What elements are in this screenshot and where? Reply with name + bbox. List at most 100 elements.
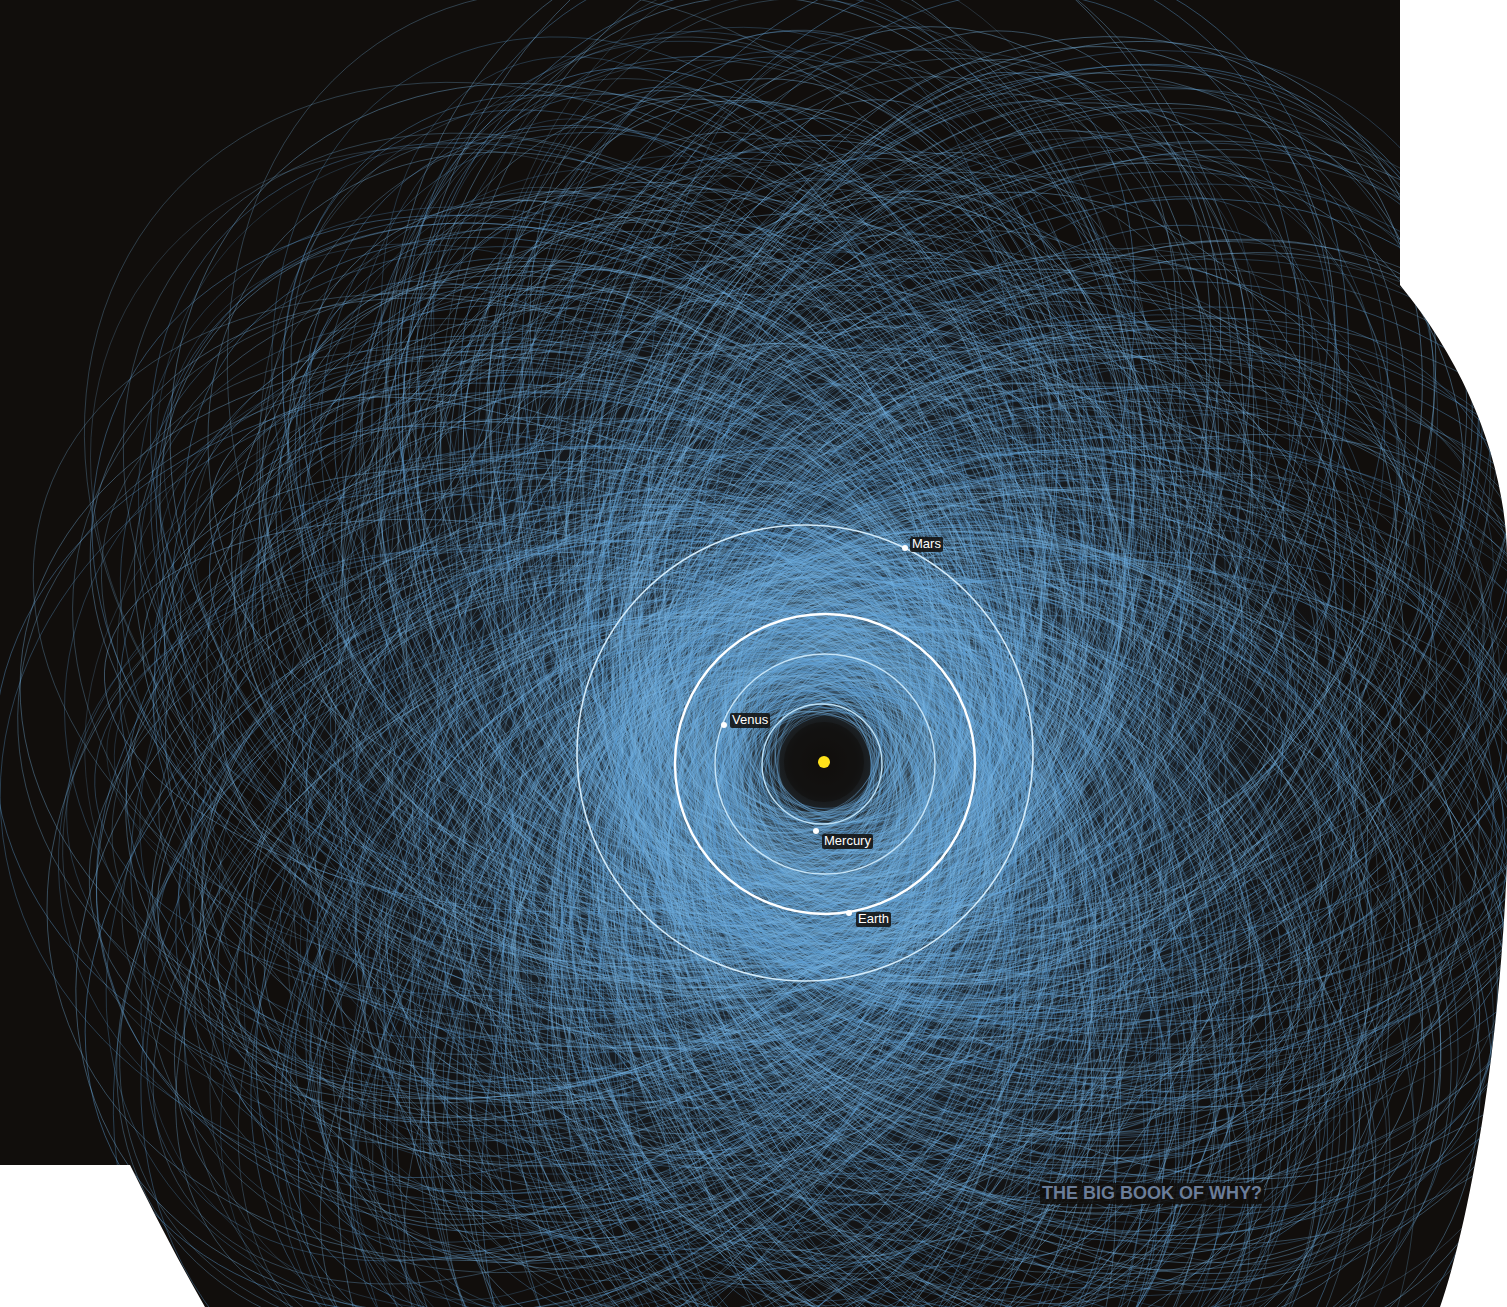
asteroid-orbit — [453, 556, 1269, 1307]
asteroid-orbit — [310, 568, 978, 1171]
asteroid-orbit — [455, 321, 1507, 1307]
asteroid-orbit — [452, 483, 1353, 1307]
sun — [818, 756, 830, 768]
asteroid-orbit — [41, 464, 960, 1119]
asteroid-orbit — [656, 373, 1487, 1048]
asteroid-orbit — [589, 300, 1215, 961]
asteroid-orbit — [113, 413, 1073, 1269]
asteroid-orbit — [418, 301, 1066, 975]
asteroid-orbit — [533, 622, 1196, 1307]
asteroid-orbit — [407, 0, 1490, 1063]
mars-orbit — [577, 525, 1033, 981]
asteroid-orbit — [416, 322, 1507, 1307]
central-void — [784, 722, 864, 802]
asteroid-orbit — [605, 204, 1457, 1011]
asteroid-orbit — [381, 386, 1507, 1307]
asteroid-orbit — [543, 412, 1474, 1284]
asteroid-orbit — [425, 453, 1102, 1121]
asteroid-orbit — [196, 90, 1188, 1102]
asteroid-orbit — [706, 510, 1507, 1095]
asteroid-orbit — [0, 48, 1148, 1140]
asteroid-orbit — [439, 518, 1305, 1307]
asteroid-orbit — [124, 423, 1238, 1307]
asteroid-orbit — [552, 414, 1478, 1273]
asteroid-orbit — [433, 373, 1507, 1307]
asteroid-orbit — [609, 661, 1183, 1307]
asteroid-orbit — [582, 343, 1507, 1236]
asteroid-orbit — [540, 635, 923, 984]
asteroid-orbit — [414, 405, 1458, 1307]
asteroid-orbit — [521, 0, 1439, 1002]
asteroid-orbit — [732, 596, 1143, 939]
asteroid-orbit — [141, 496, 1091, 1307]
asteroid-orbit — [167, 144, 1060, 1013]
asteroid-orbit — [654, 551, 1229, 1089]
earth-dot — [846, 910, 852, 916]
asteroid-orbit — [88, 384, 1189, 1307]
asteroid-orbit — [97, 0, 1232, 1135]
asteroid-orbit — [0, 0, 1197, 1165]
asteroid-orbit — [163, 95, 1098, 1033]
asteroid-orbit — [120, 89, 1108, 1059]
asteroid-orbit — [446, 414, 1002, 955]
asteroid-orbit — [0, 0, 1252, 1179]
asteroid-orbit — [694, 553, 1506, 1186]
asteroid-orbit — [596, 589, 1265, 1307]
asteroid-orbit — [276, 223, 1173, 1117]
asteroid-orbit — [520, 99, 1258, 961]
asteroid-orbit — [338, 0, 1222, 996]
asteroid-orbit — [559, 445, 960, 876]
mars-dot — [902, 545, 908, 551]
asteroid-orbit — [519, 364, 1507, 1307]
asteroid-orbit — [109, 146, 1139, 1128]
planet-orbits — [577, 525, 1033, 981]
asteroid-orbit — [563, 410, 1218, 1054]
asteroid-orbit — [645, 306, 1032, 843]
asteroid-orbit — [694, 609, 1091, 989]
asteroid-orbit — [521, 576, 1033, 1103]
asteroid-orbit — [576, 545, 1420, 1307]
asteroid-orbit — [396, 0, 1398, 1066]
asteroid-orbit — [471, 520, 971, 976]
asteroid-orbit — [584, 499, 1476, 1307]
asteroid-orbit — [0, 172, 1067, 1106]
venus-orbit — [715, 654, 935, 874]
asteroid-orbit — [644, 335, 1507, 1089]
asteroid-orbit — [370, 295, 1133, 1062]
asteroid-orbit — [690, 392, 1151, 880]
asteroid-orbit — [150, 447, 1152, 1307]
asteroid-orbit — [524, 128, 1336, 1004]
asteroid-orbit — [594, 398, 1507, 1212]
planet-dots — [721, 545, 908, 916]
asteroid-orbit — [0, 360, 1076, 1287]
asteroid-orbit — [477, 227, 1127, 959]
asteroid-orbit — [439, 0, 1507, 1193]
planet-label: Venus — [730, 713, 770, 728]
planet-label: Mars — [910, 537, 943, 552]
venus-dot — [721, 722, 727, 728]
asteroid-orbit — [539, 122, 1507, 1155]
asteroid-orbit — [501, 144, 1228, 974]
asteroid-orbit — [551, 387, 1244, 1068]
asteroid-orbit — [443, 363, 1041, 969]
asteroid-orbit — [459, 64, 1373, 1049]
asteroid-orbit — [332, 237, 1180, 1096]
asteroid-orbit — [608, 433, 1029, 897]
asteroid-orbit — [601, 44, 1366, 930]
asteroid-orbit — [414, 483, 1073, 1128]
asteroid-orbit — [577, 504, 1445, 1307]
asteroid-orbit — [363, 78, 1108, 953]
watermark: THE BIG BOOK OF WHY? — [1040, 1183, 1264, 1204]
asteroid-orbit — [542, 434, 1495, 1307]
asteroid-orbit — [423, 41, 1491, 1133]
asteroid-orbit — [447, 471, 1470, 1307]
asteroid-orbit — [226, 322, 1006, 1009]
asteroid-orbit — [157, 251, 1052, 1060]
asteroid-orbit — [459, 0, 1426, 1014]
asteroid-orbit — [559, 0, 1327, 935]
asteroid-orbit — [643, 544, 1391, 1233]
asteroid-orbit — [523, 177, 1129, 919]
asteroid-orbit — [518, 127, 1295, 989]
asteroid-orbit — [539, 655, 974, 1160]
asteroid-orbit — [459, 574, 1135, 1307]
